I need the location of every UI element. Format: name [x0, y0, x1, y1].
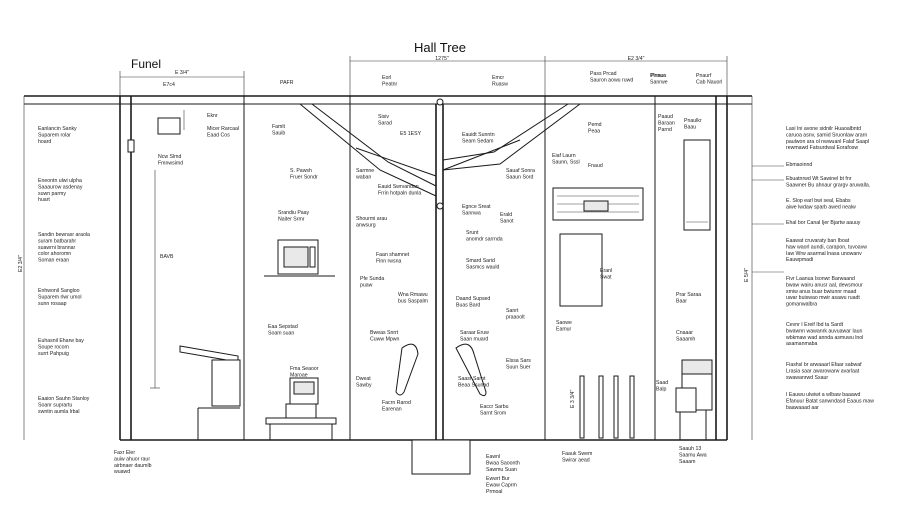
dim-top-left: E 3/4"	[175, 70, 189, 76]
p1-note-5: BAVB	[160, 254, 174, 260]
drawing-title: Hall Tree	[414, 40, 466, 55]
outer-frame	[23, 95, 753, 441]
dim-top-center: 1275"	[435, 56, 449, 62]
p1-note-4: E7c4	[163, 82, 175, 88]
p2-note-1: PAFR	[280, 80, 294, 86]
p4-note-2: Prmua	[651, 73, 666, 79]
right-side-dim: E 5/4"	[744, 268, 750, 282]
p4-note-5: Fnaud	[588, 163, 603, 169]
left-side-dim: E2 3/4"	[18, 255, 24, 272]
p1-note-1: Eknr	[207, 113, 218, 119]
left-heading: Funel	[131, 57, 161, 71]
right-note-5: Ehal bor Canal Ijer Bjartw aauuy	[786, 220, 861, 226]
top-dimensions: E 3/4" 1275" E2 3/4"	[119, 56, 728, 100]
dim-top-right: E2 3/4"	[628, 56, 645, 62]
c-note-4: E5 1ESY	[400, 131, 422, 137]
right-note-2: Ebmaoinnd	[786, 162, 812, 168]
p4-dim: E 3 3/4"	[570, 390, 576, 408]
